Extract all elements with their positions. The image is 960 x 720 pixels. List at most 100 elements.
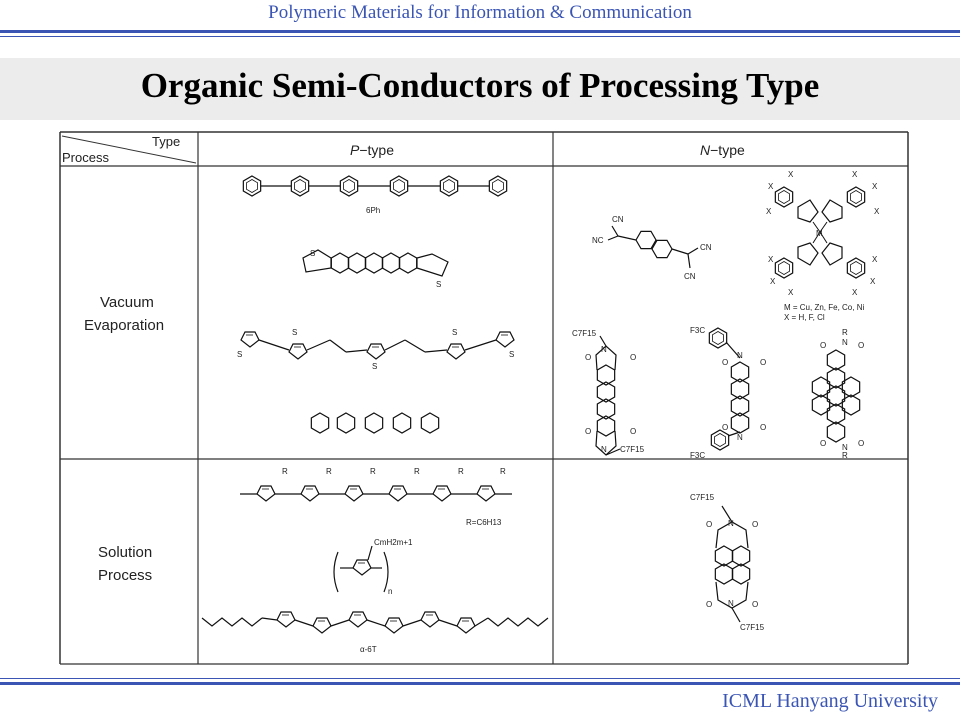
row-solution-line1: Solution: [98, 544, 152, 561]
r-label-p2: R: [326, 467, 332, 476]
cn-label-3: CN: [684, 272, 696, 281]
ptcdi-fluorobenzyl-structure: F3C F3C N N O O O O: [690, 326, 766, 460]
x-label-3: X: [768, 182, 774, 191]
n-label-fb2: N: [737, 433, 743, 442]
o-label-fb2: O: [760, 358, 766, 367]
top-rule-thin: [0, 36, 960, 37]
x-label-2: X: [852, 170, 858, 179]
n-label-tdi2: N: [842, 443, 848, 452]
anthradithiophene-structure: S S: [302, 249, 449, 289]
bottom-rule-thick: [0, 682, 960, 685]
s-label-adt1: S: [310, 249, 315, 258]
o-label-ptcdi2: O: [630, 353, 636, 362]
r-label-tdi1: R: [842, 328, 848, 337]
table-grid: [59, 131, 909, 665]
o-label-fb3: O: [722, 423, 728, 432]
alpha-sexithiophene-structure: α-6T: [201, 611, 549, 654]
r-definition-label: R=C6H13: [466, 518, 502, 527]
pentacene-structure: [310, 412, 440, 434]
row-solution-line2: Process: [98, 567, 152, 584]
repeat-n-label: n: [388, 587, 392, 596]
o-label-ptcdi3: O: [585, 427, 591, 436]
o-label-ptcdi4: O: [630, 427, 636, 436]
s-label-tv5: S: [509, 350, 514, 359]
o-label-fb4: O: [760, 423, 766, 432]
terrylene-diimide-structure: R N O O O O N R: [811, 328, 864, 460]
o-label-fb1: O: [722, 358, 728, 367]
x-label-11: X: [788, 288, 794, 297]
n-label-fb1: N: [737, 351, 743, 360]
x-label-5: X: [766, 207, 772, 216]
x-options-label: X = H, F, Cl: [784, 313, 825, 322]
o-label-tdi4: O: [858, 439, 864, 448]
x-label-10: X: [870, 277, 876, 286]
o-label-tdi1: O: [820, 341, 826, 350]
alpha-6t-label: α-6T: [360, 645, 377, 654]
f3c-label-2: F3C: [690, 451, 705, 460]
tcnq-naphthalene-structure: CN NC CN CN: [592, 215, 712, 281]
c7f15-label-2: C7F15: [620, 445, 645, 454]
s-label-tv2: S: [292, 328, 297, 337]
polythiophene-repeat-structure: CmH2m+1 n: [333, 538, 413, 596]
r-label-p3: R: [370, 467, 376, 476]
n-letter: N: [700, 142, 711, 158]
s-label-tv4: S: [452, 328, 457, 337]
r-label-p6: R: [500, 467, 506, 476]
x-label-7: X: [768, 255, 774, 264]
p-rest: −type: [359, 142, 394, 158]
s-label-tv1: S: [237, 350, 242, 359]
o-label-ndi2: O: [752, 520, 758, 529]
o-label-tdi2: O: [858, 341, 864, 350]
x-label-9: X: [770, 277, 776, 286]
o-label-tdi3: O: [820, 439, 826, 448]
row-vacuum-line2: Evaporation: [84, 317, 164, 334]
nc-label: NC: [592, 236, 604, 245]
f3c-label-1: F3C: [690, 326, 705, 335]
ndi-c7f15-structure: C7F15 N O O O O N C7F15: [690, 493, 765, 632]
alkyl-chain-label: CmH2m+1: [374, 538, 413, 547]
n-label-ndi2: N: [728, 599, 734, 608]
p3ht-oligomer-structure: R R R R R R R=C6H13: [240, 467, 512, 527]
corner-process-label: Process: [62, 150, 109, 165]
s-label-adt2: S: [436, 280, 441, 289]
r-label-p5: R: [458, 467, 464, 476]
p-letter: P: [350, 142, 360, 158]
hexaphenyl-structure: 6Ph: [242, 175, 508, 215]
phthalocyanine-structure: M X X X X X X X X X X X X M = Cu, Zn, Fe…: [766, 170, 880, 322]
ptcdi-c7f15-structure: C7F15 N O O O O N C7F15: [572, 329, 645, 456]
o-label-ptcdi1: O: [585, 353, 591, 362]
n-label-ptcdi2: N: [601, 445, 607, 454]
r-label-tdi2: R: [842, 451, 848, 460]
bottom-rule-thin: [0, 678, 960, 679]
o-label-ndi3: O: [706, 600, 712, 609]
n-rest: −type: [710, 142, 745, 158]
o-label-ndi1: O: [706, 520, 712, 529]
c7f15-label-4: C7F15: [740, 623, 765, 632]
course-title: Polymeric Materials for Information & Co…: [268, 2, 692, 23]
row-vacuum-line1: Vacuum: [100, 294, 154, 311]
oligothiophene-vinylene-structure: S S S S S: [237, 328, 515, 371]
metal-center-label: M: [816, 229, 823, 238]
x-label-12: X: [852, 288, 858, 297]
cn-label-2: CN: [700, 243, 712, 252]
p-type-header: P−type: [350, 142, 394, 158]
n-label-ptcdi1: N: [601, 345, 607, 354]
r-label-p4: R: [414, 467, 420, 476]
o-label-ndi4: O: [752, 600, 758, 609]
slide-title: Organic Semi-Conductors of Processing Ty…: [140, 66, 820, 105]
s-label-tv3: S: [372, 362, 377, 371]
x-label-4: X: [872, 182, 878, 191]
c7f15-label-3: C7F15: [690, 493, 715, 502]
hexaphenyl-label: 6Ph: [366, 206, 380, 215]
title-band: [0, 58, 960, 120]
footer-org: ICML Hanyang University: [722, 690, 938, 712]
x-label-8: X: [872, 255, 878, 264]
n-type-header: N−type: [700, 142, 745, 158]
top-rule-thick: [0, 30, 960, 33]
x-label-6: X: [874, 207, 880, 216]
n-label-ndi1: N: [728, 519, 734, 528]
c7f15-label-1: C7F15: [572, 329, 597, 338]
r-label-p1: R: [282, 467, 288, 476]
metal-options-label: M = Cu, Zn, Fe, Co, Ni: [784, 303, 864, 312]
